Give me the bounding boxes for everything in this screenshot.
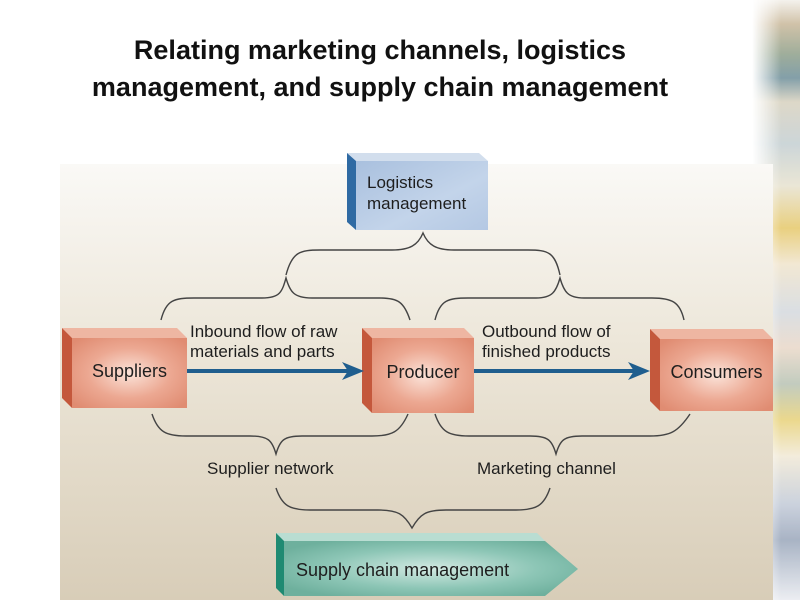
logistics-box-front-face bbox=[356, 161, 488, 230]
logistics-box-side-face bbox=[347, 153, 356, 230]
scm-arrow-side-face bbox=[276, 533, 284, 596]
suppliers-side-face bbox=[62, 328, 72, 408]
supply-chain-management-label: Supply chain management bbox=[296, 560, 510, 580]
logistics-label-line-1: Logistics bbox=[367, 173, 434, 192]
consumers-front-face bbox=[660, 339, 773, 411]
logistics-brace bbox=[285, 231, 561, 276]
producer-label: Producer bbox=[386, 362, 460, 382]
logistics-label-line-2: management bbox=[367, 194, 467, 213]
inbound-arrow-head bbox=[342, 362, 364, 380]
logistics-management-box bbox=[347, 153, 488, 230]
inbound-label-line-1: Inbound flow of raw bbox=[190, 322, 338, 341]
producer-top-face bbox=[362, 328, 474, 338]
suppliers-front-face bbox=[72, 338, 187, 408]
outbound-brace bbox=[434, 275, 685, 321]
inbound-flow-label: Inbound flow of raw materials and parts bbox=[190, 322, 337, 362]
consumers-side-face bbox=[650, 329, 660, 411]
logistics-management-label: Logistics management bbox=[367, 172, 466, 214]
suppliers-node bbox=[62, 328, 187, 408]
consumers-top-face bbox=[650, 329, 773, 339]
suppliers-label: Suppliers bbox=[91, 361, 168, 381]
slide-title: Relating marketing channels, logistics m… bbox=[0, 32, 760, 106]
consumers-node bbox=[650, 329, 773, 411]
outbound-flow-arrow bbox=[474, 362, 650, 380]
producer-front-face bbox=[372, 338, 474, 413]
consumers-label: Consumers bbox=[670, 362, 763, 382]
outbound-label-line-1: Outbound flow of bbox=[482, 322, 611, 341]
marketing-channel-brace bbox=[434, 413, 691, 457]
scm-arrow-front-face bbox=[284, 541, 578, 596]
supplier-network-label: Supplier network bbox=[207, 459, 334, 478]
supply-chain-management-arrow bbox=[276, 533, 578, 596]
marketing-channel-label: Marketing channel bbox=[477, 459, 616, 478]
supplier-network-brace bbox=[151, 413, 409, 457]
supply-chain-brace bbox=[275, 487, 551, 530]
inbound-brace bbox=[160, 275, 411, 321]
slide-title-line-1: Relating marketing channels, logistics bbox=[133, 35, 627, 65]
producer-side-face bbox=[362, 328, 372, 413]
slide-title-line-2: management, and supply chain management bbox=[91, 72, 669, 102]
inbound-flow-arrow bbox=[187, 362, 364, 380]
outbound-arrow-head bbox=[628, 362, 650, 380]
inbound-label-line-2: materials and parts bbox=[190, 342, 335, 361]
producer-node bbox=[362, 328, 474, 413]
logistics-box-top-face bbox=[347, 153, 488, 161]
outbound-label-line-2: finished products bbox=[482, 342, 611, 361]
suppliers-top-face bbox=[62, 328, 187, 338]
scm-arrow-top-face bbox=[276, 533, 545, 541]
outbound-flow-label: Outbound flow of finished products bbox=[482, 322, 611, 362]
